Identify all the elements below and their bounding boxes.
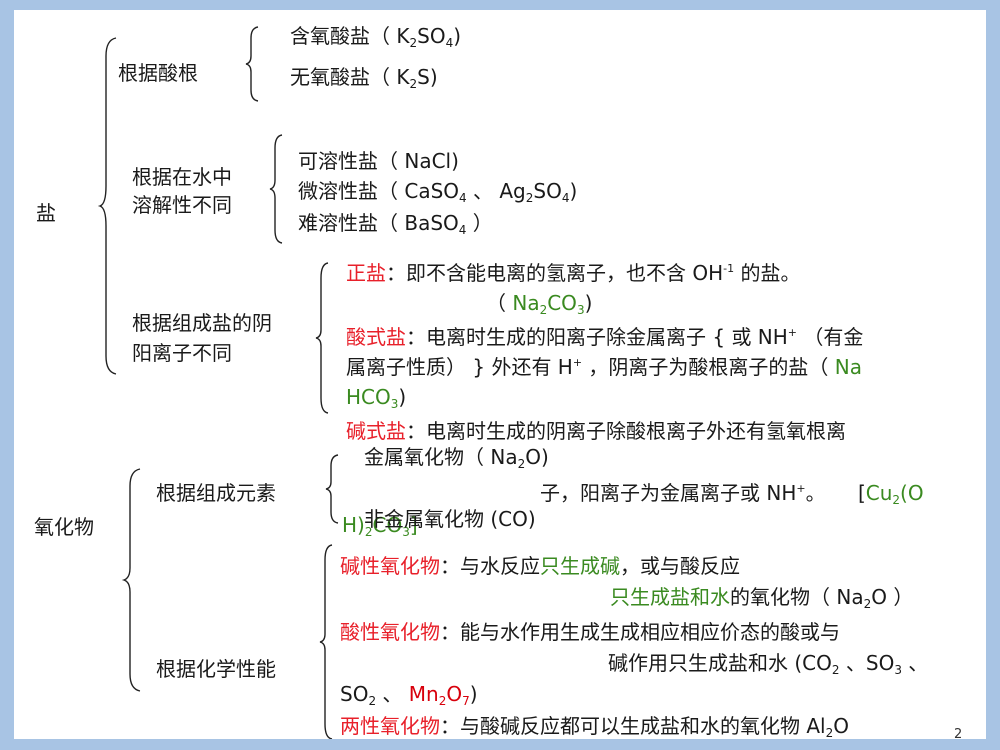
chemical-property-brace	[319, 544, 333, 739]
normal-salt-line: 正盐：即不含能电离的氢离子，也不含 OH-1 的盐。	[346, 261, 801, 285]
oxide-title: 氧化物	[34, 515, 94, 539]
acid-salt-term: 酸式盐	[346, 325, 406, 349]
amphoteric-oxide-term: 两性氧化物	[340, 714, 440, 738]
normal-salt-term: 正盐	[346, 261, 386, 285]
chemical-property-label: 根据化学性能	[156, 657, 276, 681]
slightly-soluble-salt-item: 微溶性盐（ CaSO4 、 Ag2SO4)	[298, 179, 578, 205]
elements-label: 根据组成元素	[156, 481, 276, 505]
ions-label-line2: 阳离子不同	[132, 341, 232, 365]
acid-radical-label: 根据酸根	[118, 61, 198, 85]
ions-brace	[315, 262, 329, 414]
oxyacid-salt-item: 含氧酸盐（ K2SO4)	[290, 24, 462, 50]
acid-salt-line3: HCO3)	[346, 385, 407, 411]
insoluble-salt-item: 难溶性盐（ BaSO4 ）	[298, 211, 493, 237]
basic-salt-term: 碱式盐	[346, 419, 406, 443]
solubility-label-line1: 根据在水中	[132, 165, 232, 189]
acidic-oxide-line1: 酸性氧化物：能与水作用生成生成相应相应价态的酸或与	[340, 620, 840, 644]
soluble-salt-item: 可溶性盐（ NaCl)	[298, 149, 459, 173]
elements-brace	[325, 454, 339, 524]
salt-title: 盐	[36, 201, 56, 225]
basic-salt-line1: 碱式盐：电离时生成的阴离子除酸根离子外还有氢氧根离	[346, 419, 846, 443]
non-oxyacid-salt-item: 无氧酸盐（ K2S)	[290, 65, 438, 91]
basic-salt-line3: H)2CO3]	[342, 513, 418, 539]
page-number: 2	[954, 727, 963, 742]
acid-salt-line2: 属离子性质） } 外还有 H+ ，阴离子为酸根离子的盐（ Na	[346, 355, 862, 379]
basic-oxide-term: 碱性氧化物	[340, 554, 440, 578]
acid-radical-brace	[245, 26, 259, 102]
slide-panel: 盐 根据酸根 含氧酸盐（ K2SO4) 无氧酸盐（ K2S) 根据在水中 溶解性…	[14, 10, 986, 739]
solubility-brace	[269, 134, 283, 244]
nonmetal-oxide-item: 非金属氧化物 (CO)	[364, 507, 536, 531]
acid-salt-line1: 酸式盐：电离时生成的阳离子除金属离子 { 或 NH+ （有金	[346, 325, 864, 349]
acidic-oxide-line3: SO2 、 Mn2O7)	[340, 682, 478, 708]
amphoteric-oxide-line: 两性氧化物：与酸碱反应都可以生成盐和水的氧化物 Al2O	[340, 714, 849, 739]
solubility-label-line2: 溶解性不同	[132, 193, 232, 217]
salt-main-brace	[97, 37, 117, 375]
basic-oxide-line2: 只生成盐和水的氧化物（ Na2O ）	[610, 585, 914, 611]
basic-salt-line2: 子，阳离子为金属离子或 NH+。 [Cu2(O	[540, 481, 924, 507]
metal-oxide-item: 金属氧化物（ Na2O)	[364, 445, 549, 471]
normal-salt-example: （ Na2CO3)	[486, 291, 593, 317]
acidic-oxide-term: 酸性氧化物	[340, 620, 440, 644]
ions-label-line1: 根据组成盐的阴	[132, 311, 272, 335]
acidic-oxide-line2: 碱作用只生成盐和水 (CO2 、SO3 、	[608, 651, 929, 677]
oxide-main-brace	[121, 468, 141, 692]
basic-oxide-line1: 碱性氧化物：与水反应只生成碱，或与酸反应	[340, 554, 740, 578]
